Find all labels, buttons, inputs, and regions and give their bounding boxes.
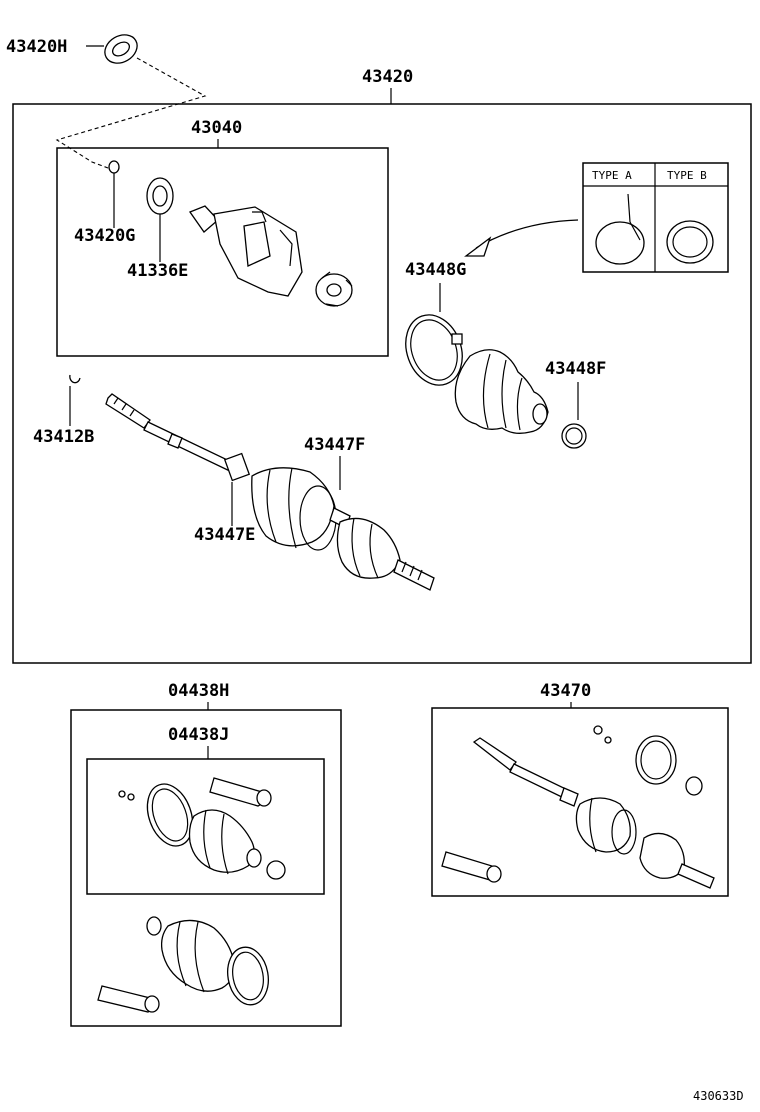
label-43470: 43470 (540, 681, 591, 701)
label-43420g: 43420G (74, 226, 135, 246)
washer-41336e[interactable] (146, 177, 174, 215)
label-43448f: 43448F (545, 359, 606, 379)
label-43420h: 43420H (6, 37, 67, 57)
label-43412b: 43412B (33, 427, 94, 447)
outer-boot-assembly[interactable] (223, 452, 435, 591)
assembly-43420-frame (12, 103, 752, 664)
label-04438j: 04438J (168, 725, 229, 745)
inner-joint-box-43040 (56, 147, 389, 357)
inner-joint-housing[interactable] (188, 205, 303, 297)
drive-shaft[interactable] (105, 393, 241, 475)
kit-h-parts[interactable] (97, 916, 273, 1013)
boot-kit-04438j-frame (86, 758, 325, 895)
label-41336e: 41336E (127, 261, 188, 281)
label-43448g: 43448G (405, 260, 466, 280)
type-b-label: TYPE B (667, 169, 707, 182)
clamp-arrowhead (464, 236, 492, 257)
label-04438h: 04438H (168, 681, 229, 701)
inner-boot[interactable] (454, 349, 549, 434)
tripod-joint[interactable] (315, 271, 353, 307)
snap-ring-43412b[interactable] (69, 374, 81, 384)
clamp-type-a[interactable] (595, 193, 645, 265)
clamp-arrow (475, 219, 579, 249)
clamp-type-b[interactable] (666, 220, 714, 264)
diagram-code: 430633D (693, 1089, 744, 1103)
boot-clamp-43448f[interactable] (561, 423, 587, 449)
outer-joint-assembly-43470[interactable] (441, 725, 715, 889)
boot-kit-04438h-frame (70, 709, 342, 1027)
snap-ring-43420g[interactable] (108, 160, 120, 174)
label-43420: 43420 (362, 67, 413, 87)
outer-joint-43470-frame (431, 707, 729, 897)
type-a-label: TYPE A (592, 169, 632, 182)
dashed-leader-seal (55, 57, 207, 169)
oil-seal-43420h[interactable] (100, 29, 142, 69)
label-43447f: 43447F (304, 435, 365, 455)
kit-j-parts[interactable] (118, 777, 286, 880)
boot-clamp-43448g[interactable] (396, 307, 471, 393)
label-43040: 43040 (191, 118, 242, 138)
label-43447e: 43447E (194, 525, 255, 545)
